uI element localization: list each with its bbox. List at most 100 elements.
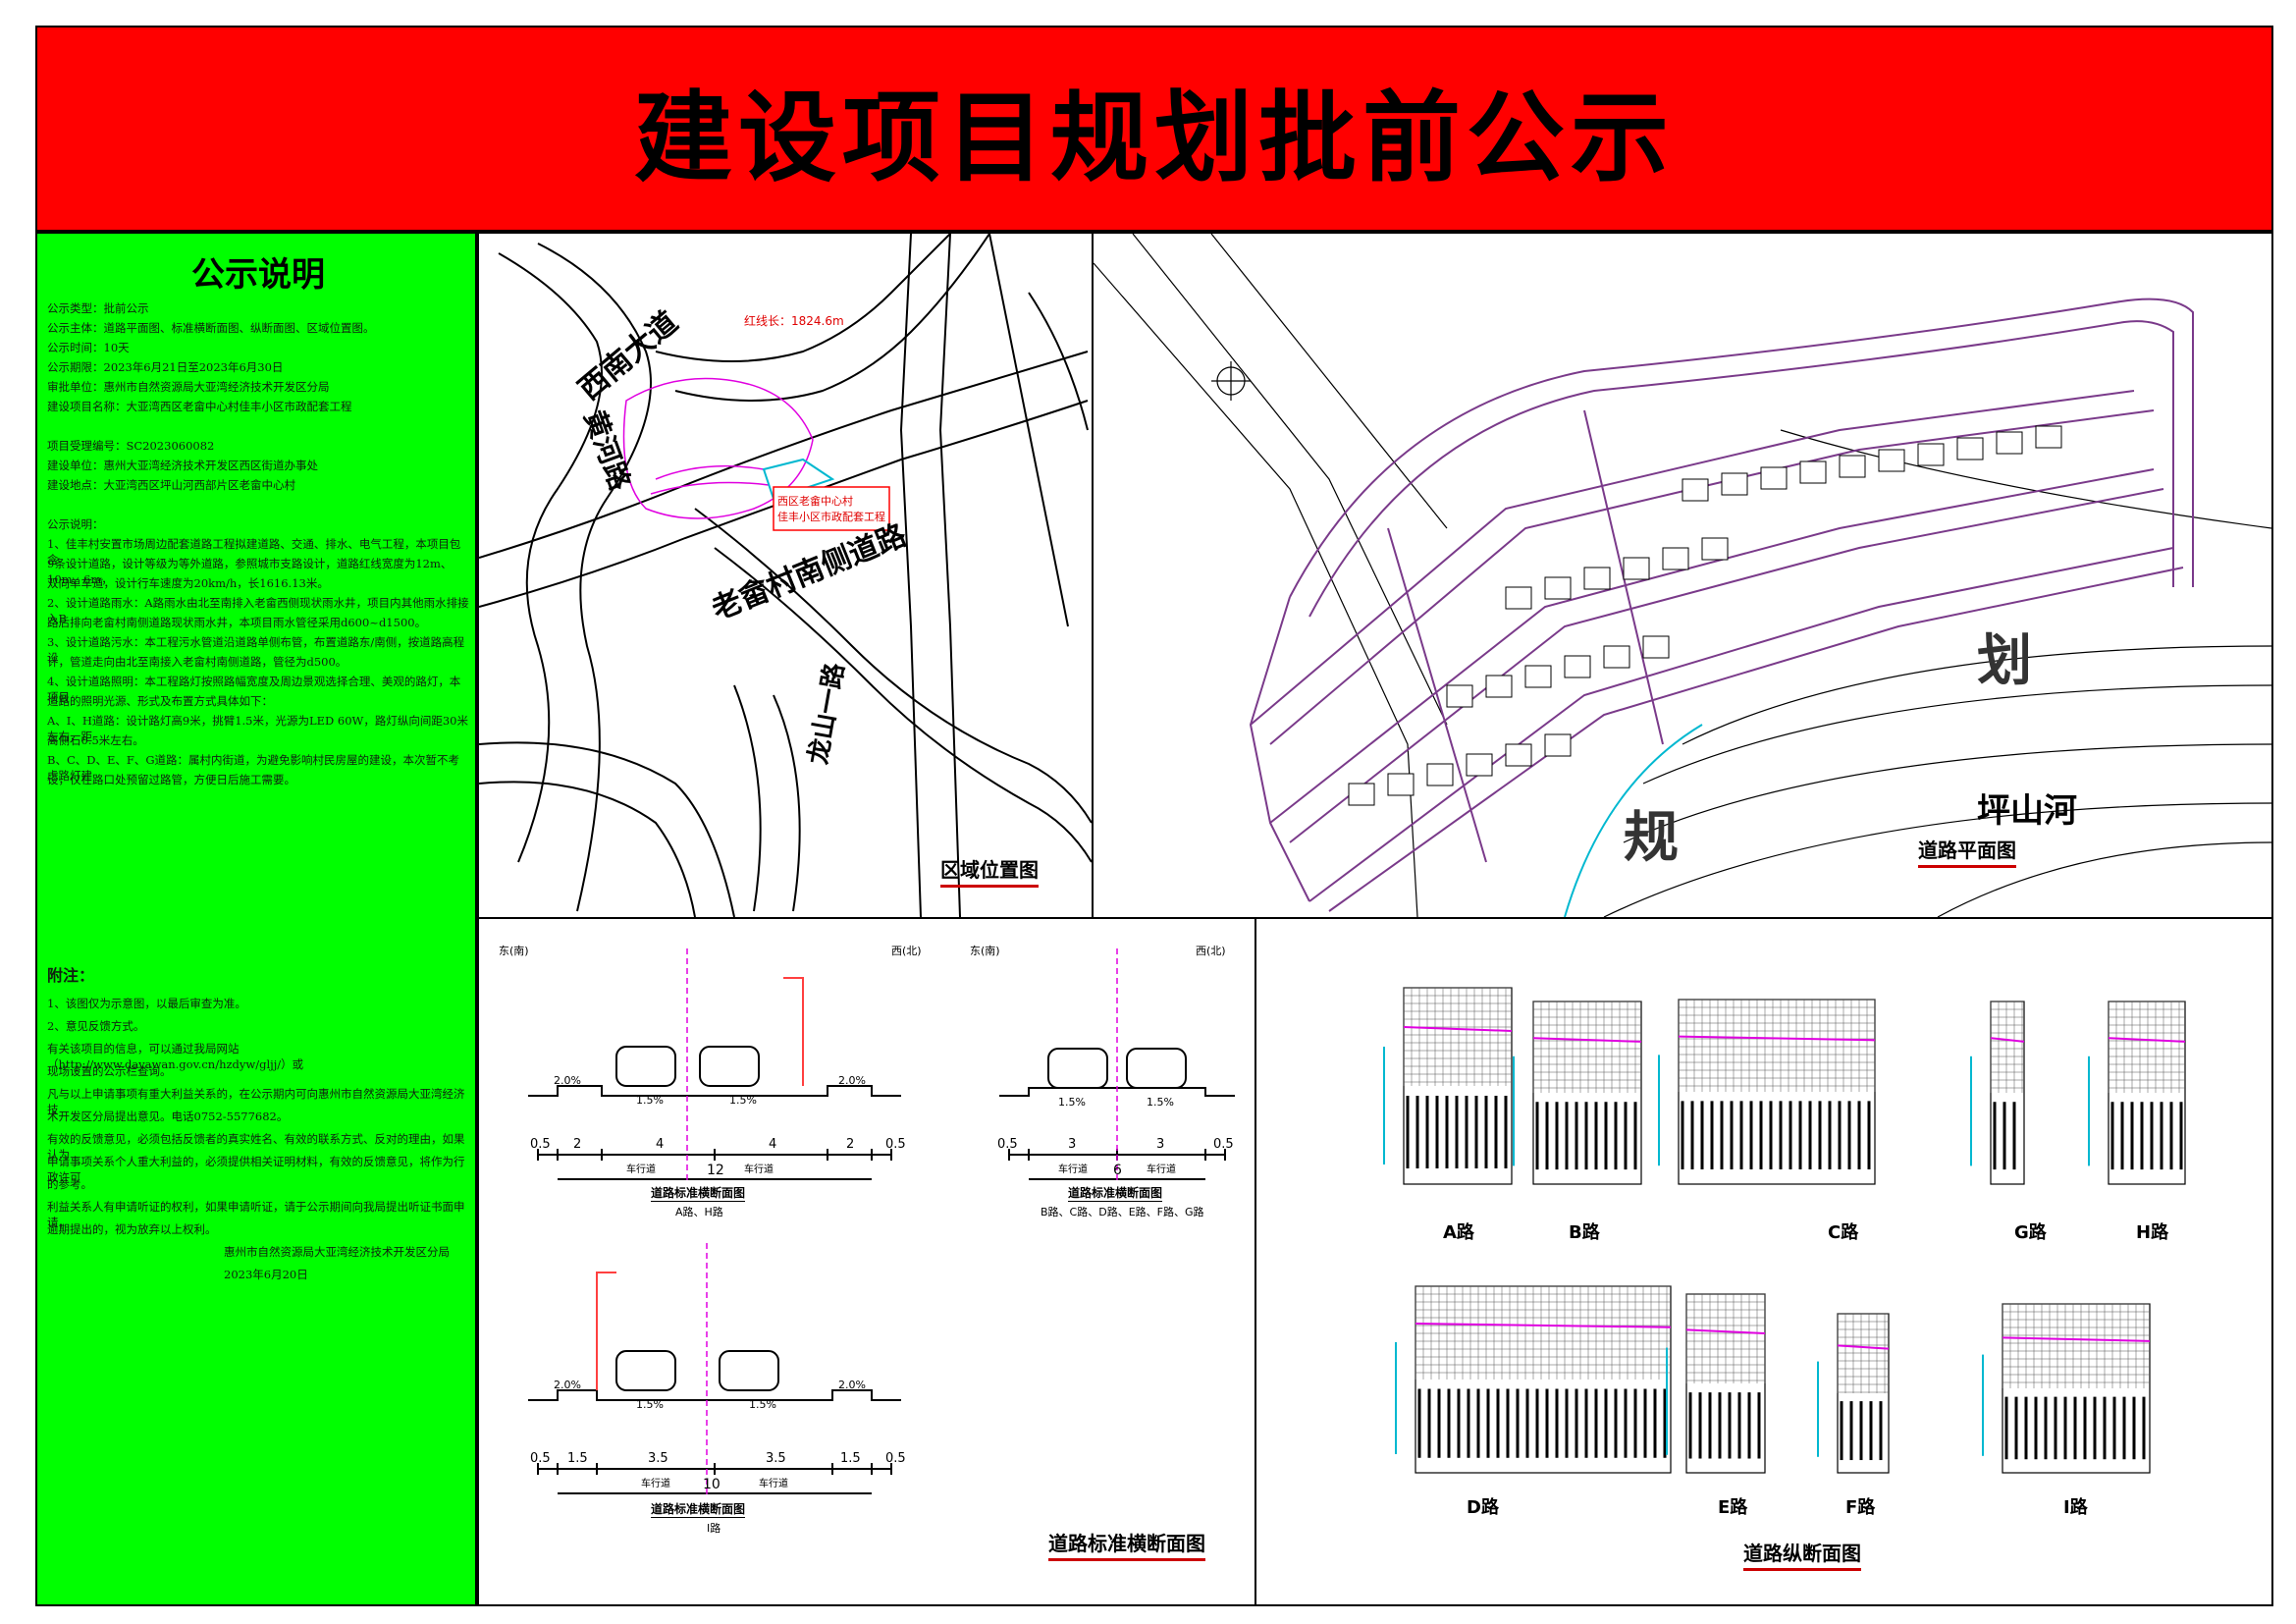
- s3-width-6: 0.5: [885, 1451, 906, 1466]
- appendix-line: 惠州市自然资源局大亚湾经济技术开发区分局: [224, 1245, 450, 1259]
- title-banner: 建设项目规划批前公示: [35, 26, 2273, 232]
- road-plan-panel: 划 规 坪山河 道路平面图: [1092, 232, 2273, 919]
- location-map-caption: 区域位置图: [940, 854, 1039, 888]
- plan-mark-char-2: 规: [1624, 806, 1679, 870]
- s3-lane-label-2: 车行道: [759, 1479, 788, 1489]
- appendix-line: 2、意见反馈方式。: [47, 1019, 145, 1033]
- river-label: 坪山河: [1977, 791, 2077, 831]
- appendix-line: 申请事项关系个人重大利益的，必须提供相关证明材料，有效的反馈意见，将作为行政许可: [47, 1155, 465, 1184]
- notice-line: 公示期限：2023年6月21日至2023年6月30日: [47, 360, 284, 374]
- profile-grid-i: [1982, 1303, 2151, 1474]
- notice-line: 设，仅在路口处预留过路管，方便日后施工需要。: [47, 773, 295, 786]
- side-left-2: 东(南): [970, 945, 1000, 957]
- profile-grid-f: [1817, 1313, 1890, 1474]
- profile-grid-h: [2088, 1001, 2186, 1185]
- notice-line: 路后排向老畲村南侧道路现状雨水井，本项目雨水管径采用d600~d1500。: [47, 616, 427, 629]
- s1-slope-1: 2.0%: [554, 1074, 581, 1087]
- side-right-2: 西(北): [1196, 945, 1226, 957]
- appendix-heading: 附注：: [47, 966, 95, 985]
- s3-roads: I路: [707, 1522, 721, 1535]
- notice-line: 双向单车道，设计行车速度为20km/h，长1616.13米。: [47, 576, 329, 590]
- s2-slope-2: 1.5%: [1147, 1096, 1174, 1109]
- plan-mark-char-1: 划: [1977, 629, 2032, 693]
- notice-line: 公示说明：: [47, 517, 104, 531]
- appendix-line: 的参考。: [47, 1177, 92, 1191]
- s3-width-4: 3.5: [766, 1451, 786, 1466]
- profile-grid-c: [1658, 999, 1876, 1185]
- s1-slope-3: 1.5%: [729, 1094, 757, 1107]
- notice-line: B、C、D、E、F、G道路：属村内街道，为避免影响村民房屋的建设，本次暂不考虑路…: [47, 753, 460, 783]
- s3-width-2: 1.5: [567, 1451, 588, 1466]
- s3-slope-2: 1.5%: [636, 1398, 664, 1411]
- project-label-2: 佳丰小区市政配套工程: [777, 511, 885, 523]
- notice-line: 公示时间：10天: [47, 341, 130, 354]
- notice-line: 项目受理编号：SC2023060082: [47, 439, 215, 453]
- appendix-line: 2023年6月20日: [224, 1268, 308, 1281]
- notice-line: 建设单位：惠州大亚湾经济技术开发区西区街道办事处: [47, 459, 318, 472]
- cross-section-caption: 道路标准横断面图: [1048, 1528, 1205, 1561]
- site-length-label: 红线长：1824.6m: [744, 314, 844, 328]
- notice-line: 审批单位：惠州市自然资源局大亚湾经济技术开发区分局: [47, 380, 330, 394]
- s1-width-6: 0.5: [885, 1137, 906, 1152]
- cross-section-svg: [528, 948, 1235, 1498]
- s1-width-1: 0.5: [530, 1137, 551, 1152]
- profile-grid-b: [1513, 1001, 1642, 1185]
- s2-width-1: 0.5: [997, 1137, 1018, 1152]
- notice-line: 公示主体：道路平面图、标准横断面图、纵断面图、区域位置图。: [47, 321, 375, 335]
- s1-width-2: 2: [573, 1137, 582, 1152]
- notice-line: 4、设计道路照明：本工程路灯按照路幅宽度及周边景观选择合理、美观的路灯，本项目: [47, 675, 461, 704]
- profile-label-b: B路: [1569, 1222, 1600, 1243]
- profile-grid-a: [1383, 987, 1513, 1185]
- appendix-line: 术开发区分局提出意见。电话0752-5577682。: [47, 1110, 289, 1123]
- profile-label-e: E路: [1718, 1497, 1748, 1518]
- notice-line: 9条设计道路，设计等级为等外道路，参照城市支路设计，道路红线宽度为12m、10m…: [47, 557, 453, 586]
- notice-heading: 公示说明: [191, 255, 325, 295]
- s2-total-width: 6: [1113, 1163, 1122, 1178]
- s3-slope-4: 2.0%: [838, 1379, 866, 1391]
- s3-total-width: 10: [703, 1477, 721, 1492]
- appendix-line: 凡与以上申请事项有重大利益关系的，在公示期内可向惠州市自然资源局大亚湾经济技: [47, 1087, 465, 1116]
- s3-width-3: 3.5: [648, 1451, 668, 1466]
- road-plan-svg: [1094, 234, 2271, 917]
- road-plan-caption: 道路平面图: [1918, 835, 2016, 868]
- notice-line: 公示类型：批前公示: [47, 301, 149, 315]
- notice-line: 3、设计道路污水：本工程污水管道沿道路单侧布管，布置道路东/南侧，按道路高程设: [47, 635, 465, 665]
- s1-slope-2: 1.5%: [636, 1094, 664, 1107]
- s1-total-width: 12: [707, 1163, 724, 1178]
- profile-label-a: A路: [1443, 1222, 1474, 1243]
- side-left-1: 东(南): [499, 945, 529, 957]
- s2-roads: B路、C路、D路、E路、F路、G路: [1041, 1206, 1204, 1218]
- profile-label-f: F路: [1845, 1497, 1876, 1518]
- s2-lane-label-1: 车行道: [1058, 1164, 1088, 1175]
- s3-slope-1: 2.0%: [554, 1379, 581, 1391]
- s2-title: 道路标准横断面图: [1068, 1186, 1163, 1202]
- profile-caption: 道路纵断面图: [1743, 1538, 1861, 1571]
- notice-line: 1、佳丰村安置市场周边配套道路工程拟建道路、交通、排水、电气工程，本项目包含: [47, 537, 461, 567]
- side-right-1: 西(北): [891, 945, 922, 957]
- notice-line: 计，管道走向由北至南接入老畲村南侧道路，管径为d500。: [47, 655, 347, 669]
- s1-width-3: 4: [656, 1137, 665, 1152]
- s3-lane-label-1: 车行道: [641, 1479, 670, 1489]
- s3-width-1: 0.5: [530, 1451, 551, 1466]
- s1-width-4: 4: [769, 1137, 777, 1152]
- notice-line: 建设地点：大亚湾西区坪山河西部片区老畲中心村: [47, 478, 295, 492]
- notice-line: 道路的照明光源、形式及布置方式具体如下：: [47, 694, 273, 708]
- s2-width-2: 3: [1068, 1137, 1077, 1152]
- profile-svg: [1383, 987, 2186, 1474]
- profile-grid-g: [1970, 1001, 2025, 1185]
- location-map-svg: [479, 234, 1092, 917]
- appendix-line: 现场设置的公示栏查询。: [47, 1064, 172, 1078]
- profile-label-d: D路: [1467, 1497, 1499, 1518]
- s3-title: 道路标准横断面图: [651, 1502, 746, 1518]
- project-label-1: 西区老畲中心村: [777, 495, 853, 508]
- notice-line: 2、设计道路雨水：A路雨水由北至南排入老畲西侧现状雨水井，项目内其他雨水排接入B: [47, 596, 469, 625]
- notice-panel: 公示说明 公示类型：批前公示公示主体：道路平面图、标准横断面图、纵断面图、区域位…: [35, 232, 477, 1606]
- s2-lane-label-2: 车行道: [1147, 1164, 1176, 1175]
- page-title: 建设项目规划批前公示: [634, 79, 1675, 195]
- s1-roads: A路、H路: [675, 1206, 723, 1218]
- appendix-line: 有关该项目的信息，可以通过我局网站（http://www.dayawan.gov…: [47, 1042, 304, 1071]
- appendix-line: 利益关系人有申请听证的权利，如果申请听证，请于公示期间向我局提出听证书面申请，: [47, 1200, 465, 1229]
- notice-line: 离侧石0.5米左右。: [47, 733, 144, 747]
- cross-section-panel: 东(南) 西(北) 东(南) 西(北) 2.0% 1.5% 1.5% 2.0% …: [477, 917, 1256, 1606]
- s3-width-5: 1.5: [840, 1451, 861, 1466]
